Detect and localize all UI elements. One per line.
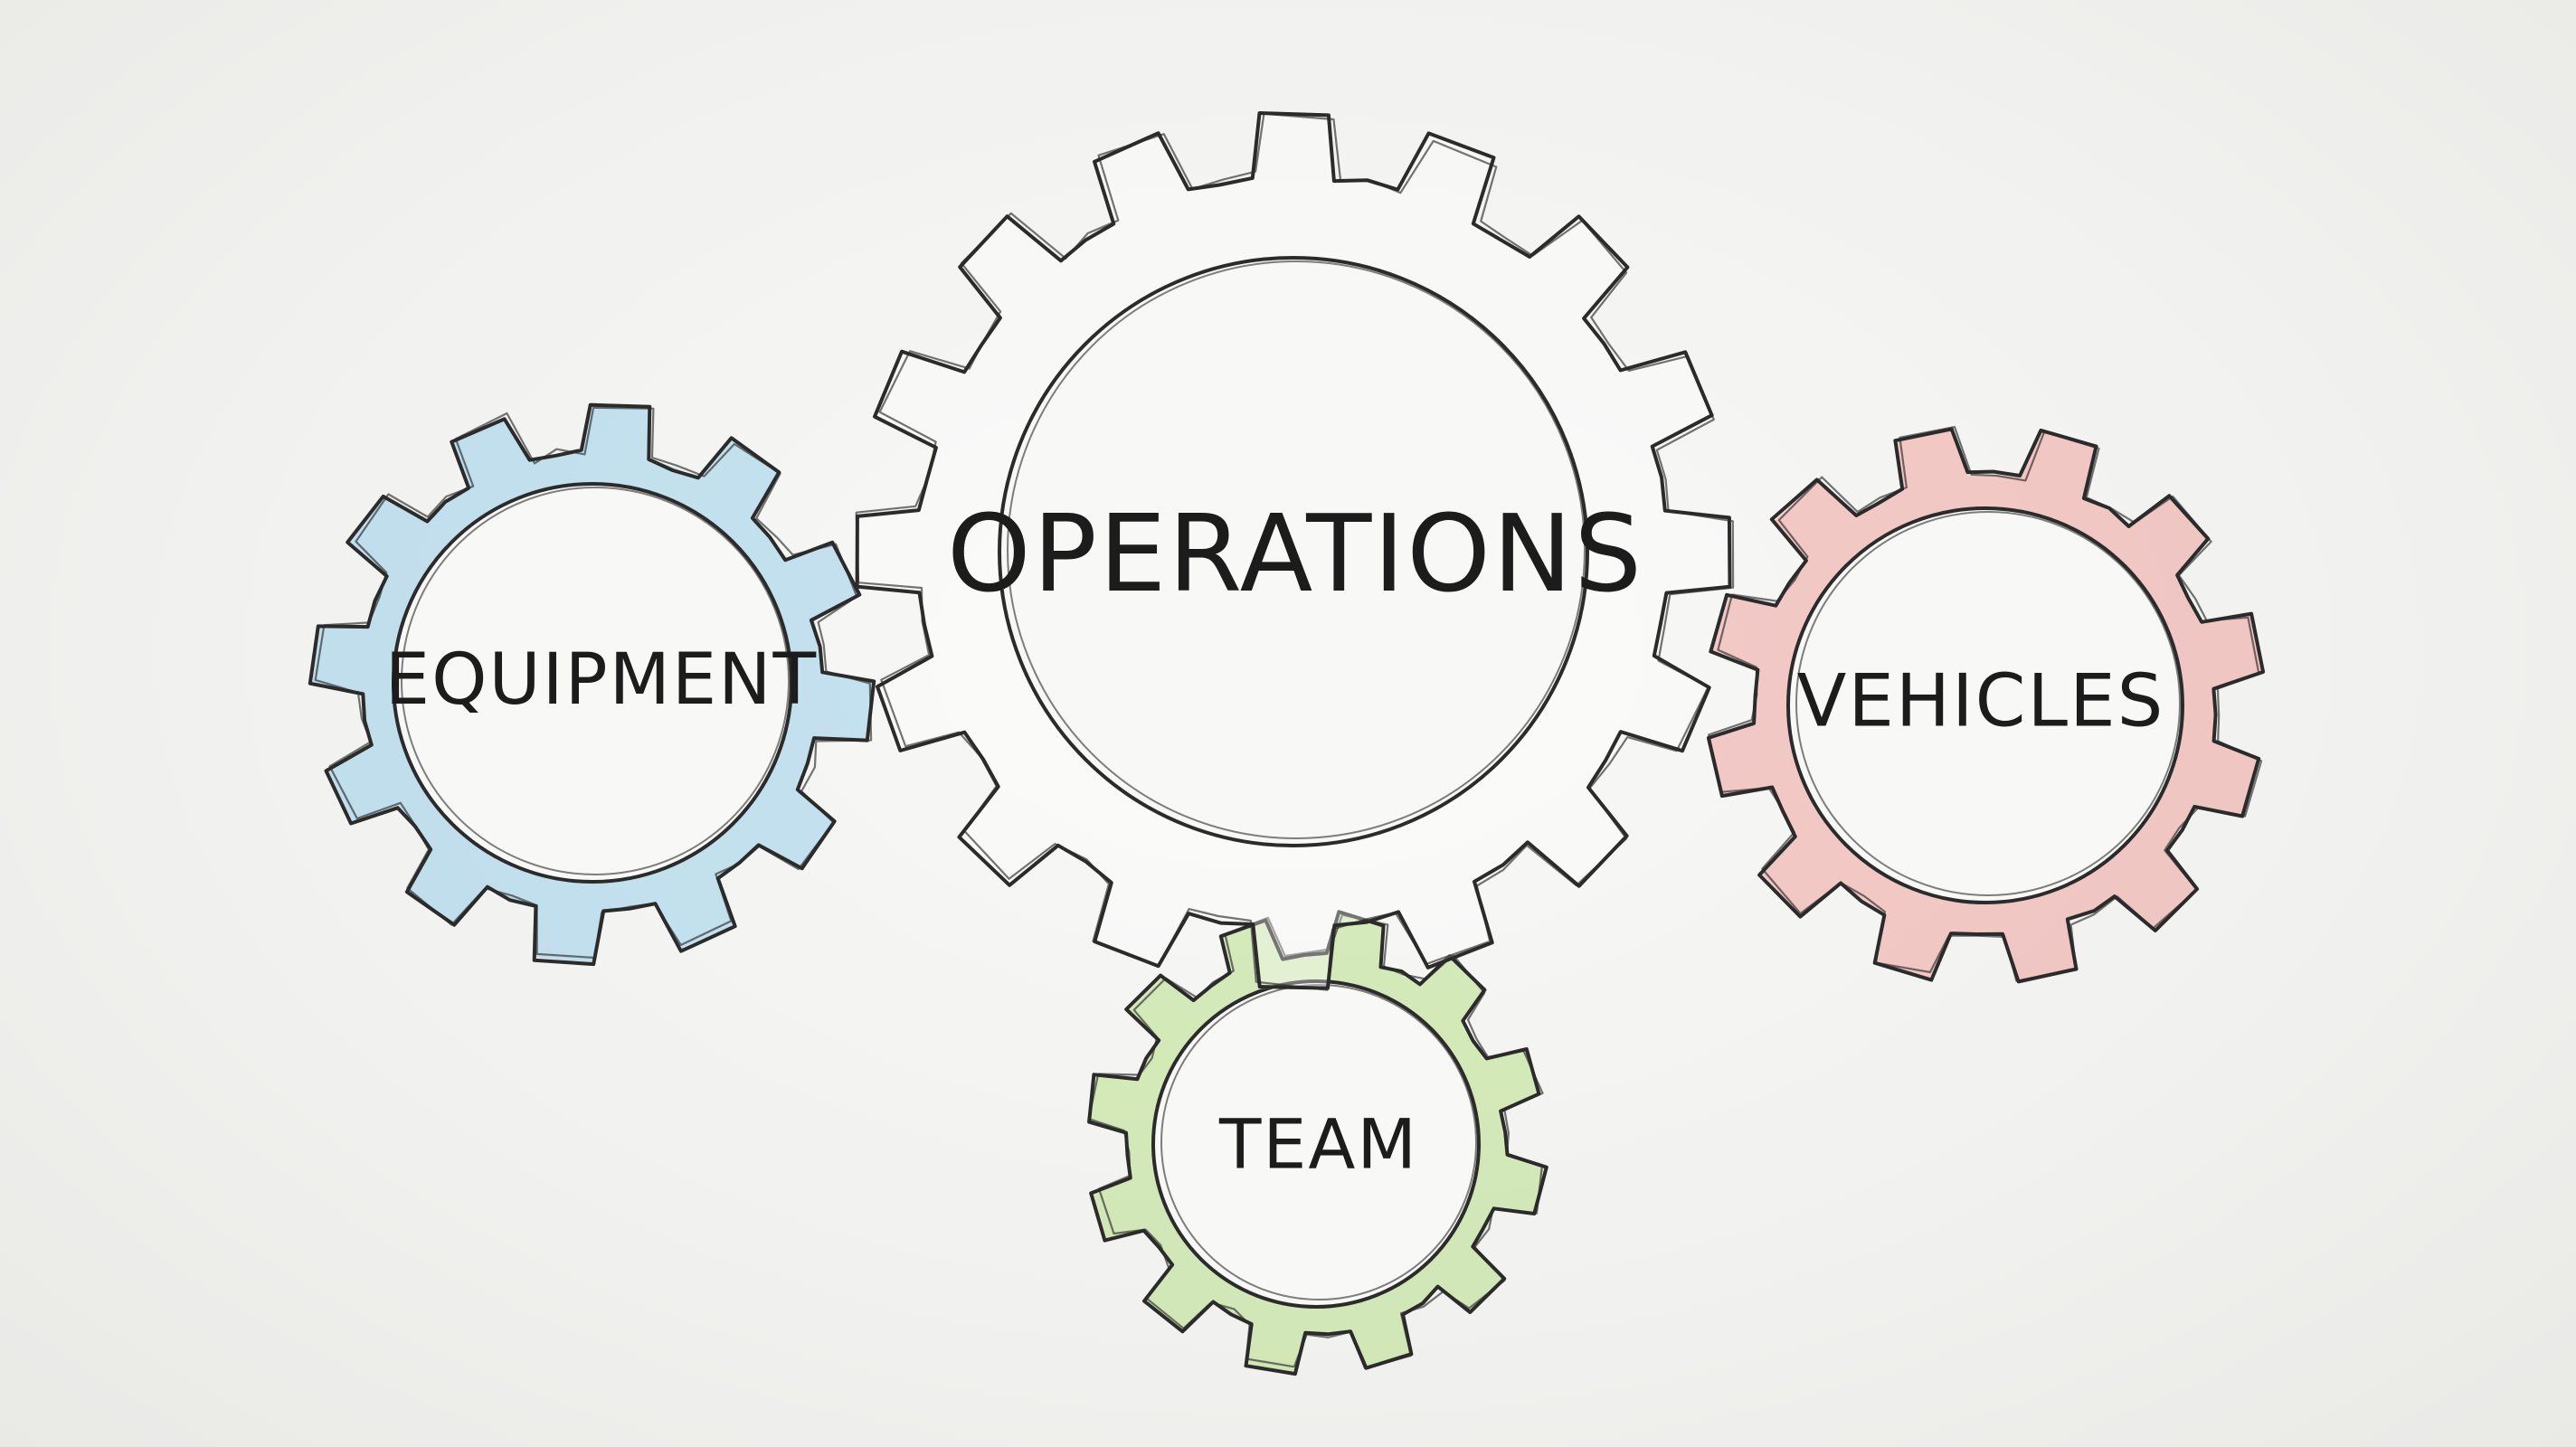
gear-operations-hub-sketch bbox=[1007, 260, 1586, 839]
gear-team-outline-sketch bbox=[1087, 913, 1544, 1369]
gear-operations-label: OPERATIONS bbox=[947, 491, 1643, 616]
gear-vehicles-label: VEHICLES bbox=[1797, 659, 2165, 743]
gear-operations: OPERATIONS bbox=[855, 111, 1735, 991]
gear-equipment-label: EQUIPMENT bbox=[385, 639, 818, 721]
gear-team-label: TEAM bbox=[1218, 1104, 1418, 1185]
gear-equipment-hub bbox=[392, 482, 793, 884]
gear-team-hub-sketch bbox=[1160, 984, 1477, 1300]
gear-vehicles-outline-sketch bbox=[1708, 426, 2263, 982]
gear-team-hub bbox=[1151, 979, 1481, 1309]
gear-vehicles-hub-sketch bbox=[1795, 511, 2181, 896]
gear-operations-outline-sketch bbox=[855, 112, 1735, 991]
gear-operations-outline bbox=[855, 111, 1732, 990]
gear-vehicles: VEHICLES bbox=[1706, 426, 2266, 984]
gear-vehicles-hub bbox=[1786, 506, 2184, 904]
gear-operations-hub bbox=[998, 256, 1589, 847]
gear-equipment-outline-sketch bbox=[314, 406, 873, 960]
gear-team: TEAM bbox=[1086, 910, 1548, 1376]
gear-equipment: EQUIPMENT bbox=[308, 402, 876, 967]
gear-equipment-hub-sketch bbox=[401, 487, 790, 875]
gear-team-outline bbox=[1087, 910, 1548, 1376]
